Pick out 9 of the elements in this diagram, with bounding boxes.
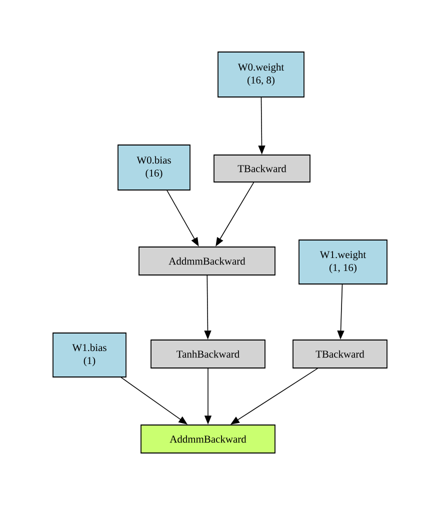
parameter-box: W1.weight (1, 16) xyxy=(298,240,388,284)
parameter-box: W0.weight (16, 8) xyxy=(218,52,304,98)
output-box: AddmmBackward xyxy=(140,424,276,454)
operation-box: TanhBackward xyxy=(150,340,266,368)
operation-box: TBackward xyxy=(292,340,388,368)
parameter-box: W1.bias (1) xyxy=(52,332,126,378)
operation-box: TBackward xyxy=(214,154,310,182)
parameter-box: W0.bias (16) xyxy=(118,144,190,190)
operation-box: AddmmBackward xyxy=(138,246,276,276)
